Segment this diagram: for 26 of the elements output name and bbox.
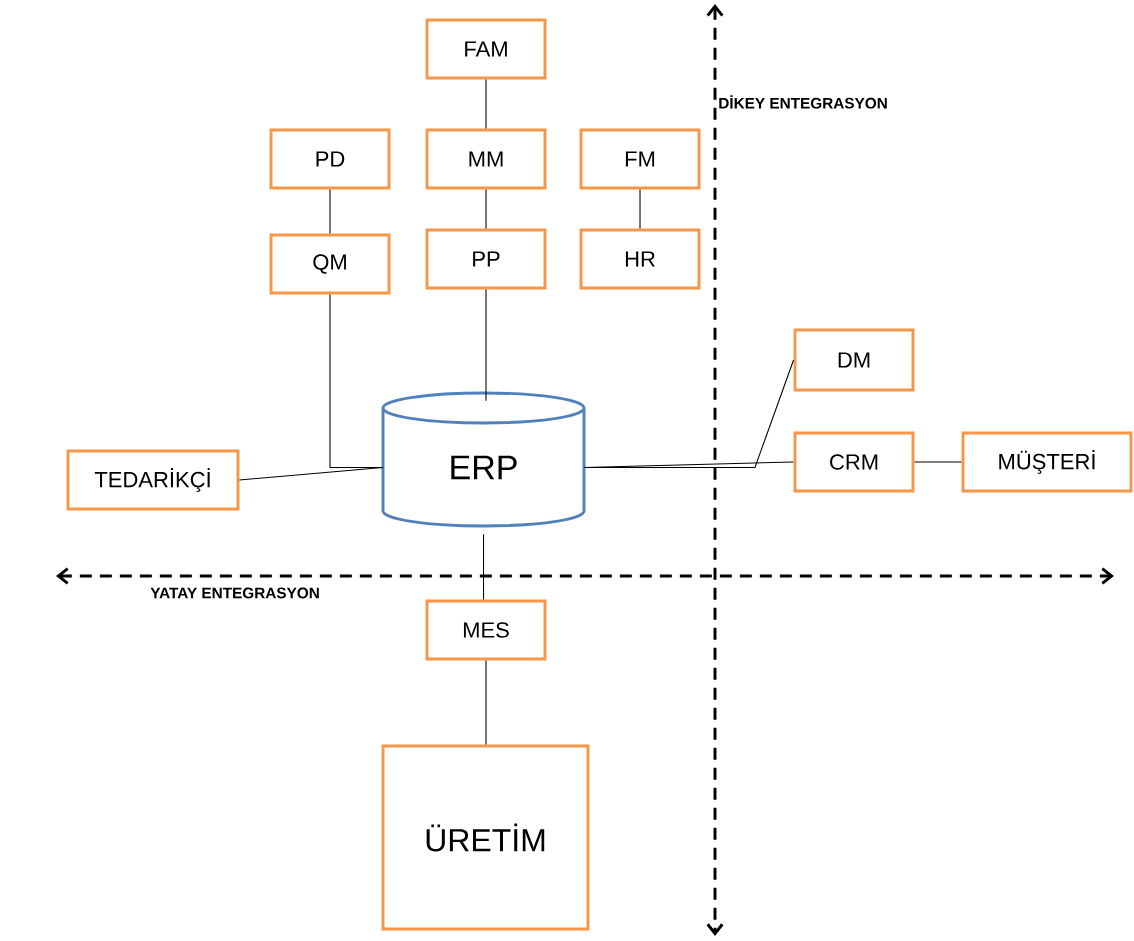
- module-box: FM: [579, 128, 701, 190]
- module-box: TEDARİKÇİ: [66, 449, 240, 511]
- axis-label: DİKEY ENTEGRASYON: [719, 95, 887, 109]
- connector-line: [583, 461, 795, 469]
- connector-line: [485, 288, 487, 402]
- module-box: PD: [269, 128, 391, 190]
- module-box: MES: [425, 599, 547, 661]
- connector-line: [485, 188, 487, 230]
- connector-line: [913, 461, 963, 463]
- connector-line: [485, 659, 487, 746]
- module-box: QM: [269, 233, 391, 295]
- connector-line: [329, 188, 331, 235]
- module-box: DM: [793, 328, 915, 392]
- module-box: MÜŞTERİ: [961, 431, 1133, 493]
- module-box: CRM: [793, 431, 915, 493]
- database-cylinder: ERP: [381, 391, 586, 528]
- axis-label: YATAY ENTEGRASYON: [150, 587, 319, 599]
- module-box: MM: [425, 128, 547, 190]
- connector-line: [238, 466, 384, 481]
- connector-line: [639, 188, 641, 230]
- module-box: ÜRETİM: [381, 744, 590, 931]
- connector-line: [482, 533, 485, 601]
- module-box: HR: [579, 228, 701, 290]
- module-box: FAM: [425, 18, 547, 80]
- connector-line: [485, 78, 487, 130]
- module-box: PP: [425, 228, 547, 290]
